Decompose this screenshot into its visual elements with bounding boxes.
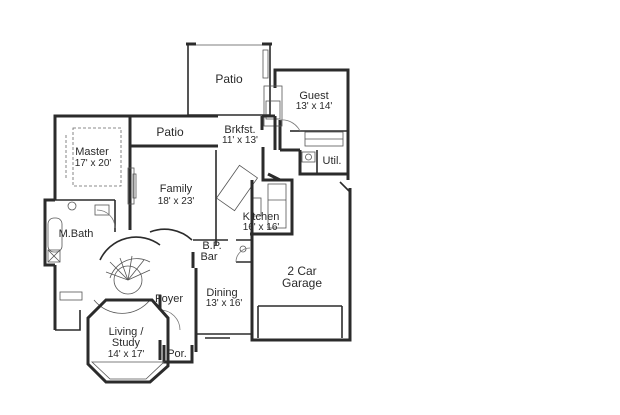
garage-label-line2: Garage [282,276,322,290]
dining-size: 13' x 16' [206,298,243,309]
living-label-line2: Study [112,337,141,349]
bar-label: Bar [200,251,217,263]
guest-label: Guest [299,90,328,102]
guest-size: 13' x 14' [296,101,333,112]
garage-label-line1: 2 Car [287,264,316,278]
guest-room [263,68,350,180]
porch-label: Por. [167,348,187,360]
family-size: 18' x 23' [158,196,195,207]
living-study-room [86,298,170,384]
util-label: Util. [323,155,342,167]
patio-top [186,42,272,116]
house-walls [43,114,352,364]
kitchen-label: Kitchen [243,211,280,223]
master-size: 17' x 20' [75,158,112,169]
bp-label: B.P. [202,240,221,252]
brkfst-size: 11' x 13' [222,135,258,146]
master-label: Master [75,146,109,158]
dining-label: Dining [206,287,237,299]
mbath-label: M.Bath [59,228,94,240]
kitchen-size: 16' x 16' [243,222,280,233]
patio-mid-label: Patio [156,125,184,139]
patio-top-label: Patio [215,72,243,86]
utility-room [298,150,348,176]
room-labels: Patio Guest 13' x 14' Patio Brkfst. 11' … [59,72,342,360]
living-label-line1: Living / [109,326,145,338]
brkfst-label: Brkfst. [224,124,255,136]
family-label: Family [160,183,193,195]
living-size: 14' x 17' [108,349,145,360]
foyer-label: Foyer [155,293,183,305]
